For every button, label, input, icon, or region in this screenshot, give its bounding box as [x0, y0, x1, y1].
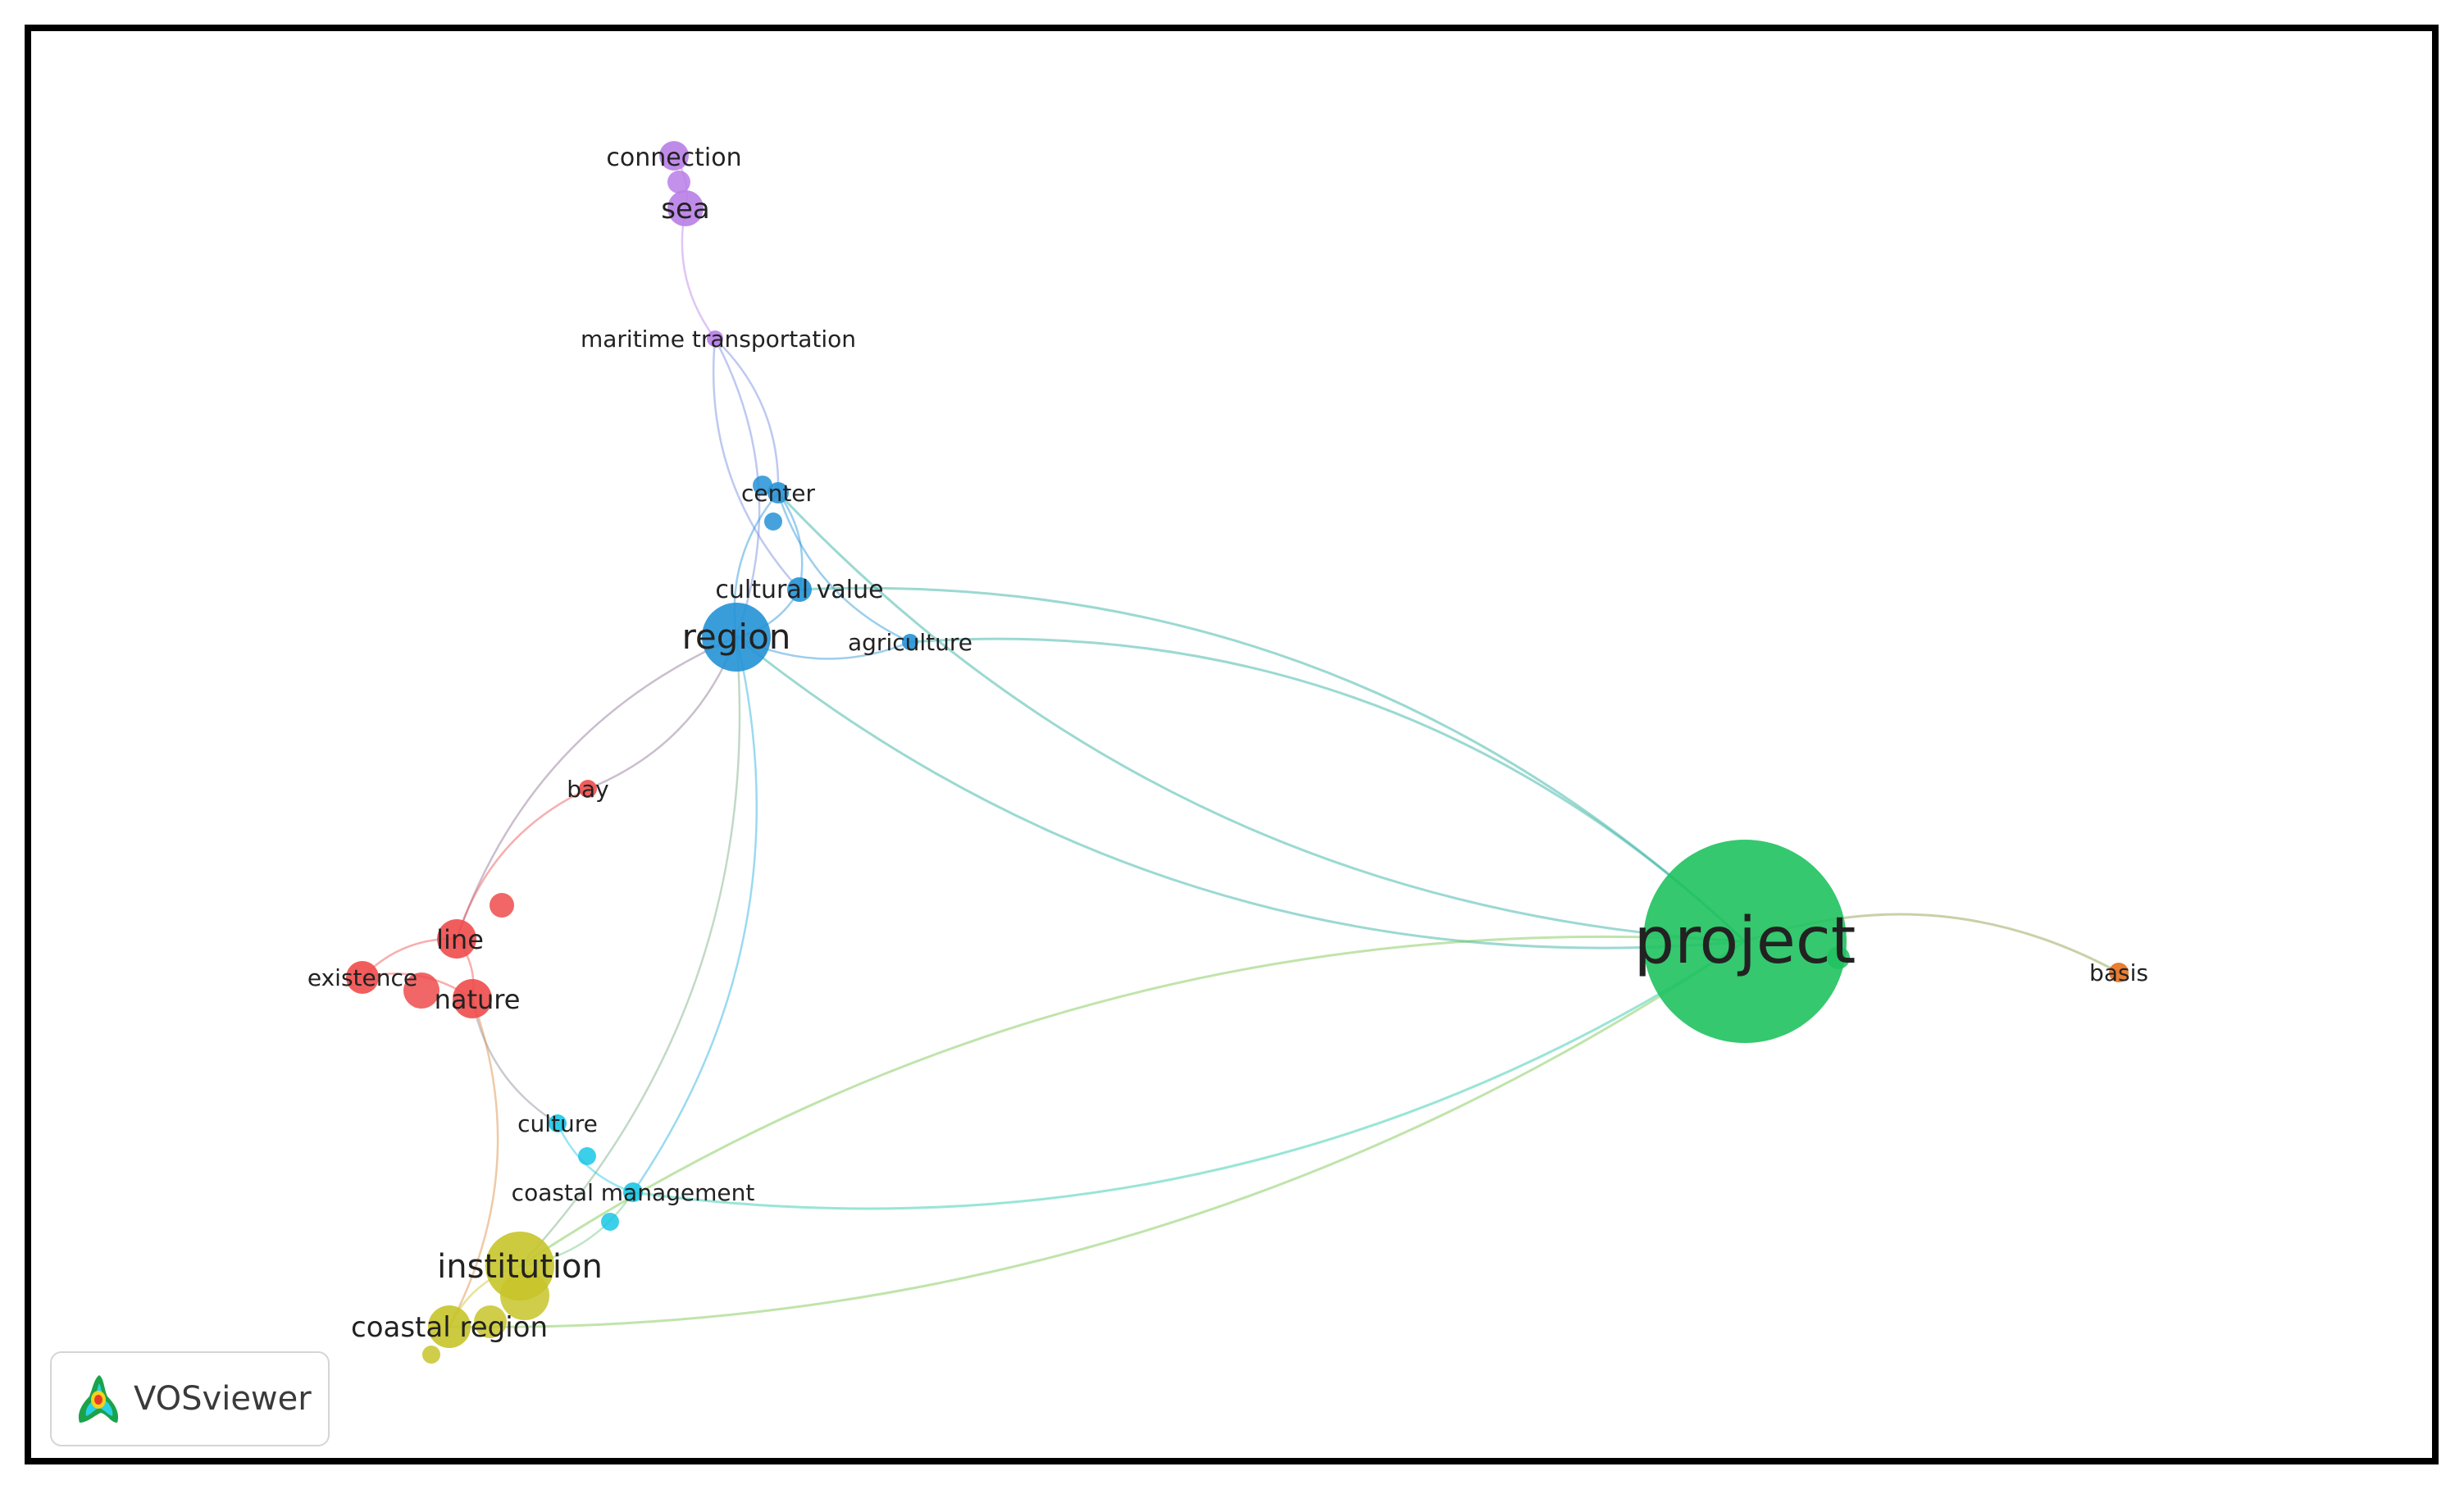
edge-maritime-cultural	[712, 338, 800, 590]
figure-border	[25, 25, 2439, 1464]
node-cultural[interactable]	[787, 577, 812, 602]
edge-coastal_mgmt-project	[632, 940, 1746, 1210]
label-coastal_mgmt: coastal management	[512, 1179, 755, 1206]
label-center: center	[741, 480, 816, 507]
node-agriculture[interactable]	[902, 634, 918, 650]
node-project[interactable]	[1643, 840, 1847, 1043]
satellite-node-8[interactable]	[474, 1305, 507, 1338]
label-cultural: cultural value	[715, 576, 883, 604]
node-institution[interactable]	[485, 1232, 554, 1300]
node-center[interactable]	[767, 482, 789, 503]
edge-region-coastal_mgmt	[631, 636, 758, 1193]
edge-center-agriculture	[777, 492, 911, 644]
satellite-node-0[interactable]	[667, 171, 690, 194]
edge-layer	[362, 155, 2120, 1328]
vosviewer-logo-icon	[78, 1375, 119, 1423]
node-connection[interactable]	[659, 141, 689, 171]
satellite-node-6[interactable]	[601, 1213, 619, 1231]
node-layer	[346, 141, 2129, 1364]
edge-agriculture-project	[909, 637, 1747, 943]
node-line[interactable]	[437, 919, 476, 959]
node-coastal_mgmt[interactable]	[623, 1182, 643, 1202]
node-maritime[interactable]	[707, 330, 723, 347]
node-nature[interactable]	[453, 979, 492, 1018]
edge-region-project	[736, 635, 1746, 950]
vosviewer-logo-badge: VOSviewer	[50, 1351, 330, 1446]
label-agriculture: agriculture	[848, 629, 972, 656]
vosviewer-logo-text: VOSviewer	[134, 1380, 312, 1418]
node-existence[interactable]	[346, 961, 379, 994]
satellite-node-2[interactable]	[764, 512, 782, 531]
satellite-node-4[interactable]	[403, 972, 440, 1009]
label-layer: connection sea maritime transportation cent…	[307, 143, 2148, 1344]
satellite-node-5[interactable]	[578, 1147, 596, 1165]
satellite-node-1[interactable]	[753, 476, 772, 495]
edge-culture-coastal_mgmt	[556, 1123, 634, 1194]
edge-region-line	[455, 635, 737, 940]
label-sea: sea	[661, 193, 709, 225]
node-culture[interactable]	[549, 1114, 567, 1132]
label-connection: connection	[606, 143, 741, 172]
label-culture: culture	[517, 1110, 598, 1137]
label-institution: institution	[437, 1248, 603, 1286]
label-bay: bay	[567, 776, 609, 803]
edge-nature-coastal_region	[448, 998, 499, 1328]
node-coastal_region[interactable]	[428, 1305, 471, 1348]
label-existence: existence	[307, 964, 417, 991]
edge-bay-line	[455, 787, 589, 940]
node-region[interactable]	[702, 603, 771, 672]
satellite-node-3[interactable]	[490, 893, 514, 918]
satellite-node-9[interactable]	[422, 1346, 440, 1364]
node-sea[interactable]	[667, 190, 704, 226]
label-maritime: maritime transportation	[581, 326, 856, 353]
label-project: project	[1634, 904, 1856, 978]
label-nature: nature	[435, 984, 521, 1015]
edge-cultural-project	[799, 586, 1747, 943]
edge-region-institution	[519, 636, 741, 1267]
node-bay[interactable]	[579, 780, 597, 798]
label-basis: basis	[2089, 959, 2148, 986]
node-basis[interactable]	[2109, 963, 2129, 982]
edge-institution-project	[519, 935, 1746, 1268]
edge-maritime-center	[714, 338, 780, 494]
edge-coastal_region-project	[449, 940, 1746, 1328]
label-coastal_region: coastal region	[351, 1311, 548, 1344]
label-line: line	[436, 924, 484, 955]
label-region: region	[682, 617, 791, 657]
edge-center-project	[777, 491, 1746, 943]
